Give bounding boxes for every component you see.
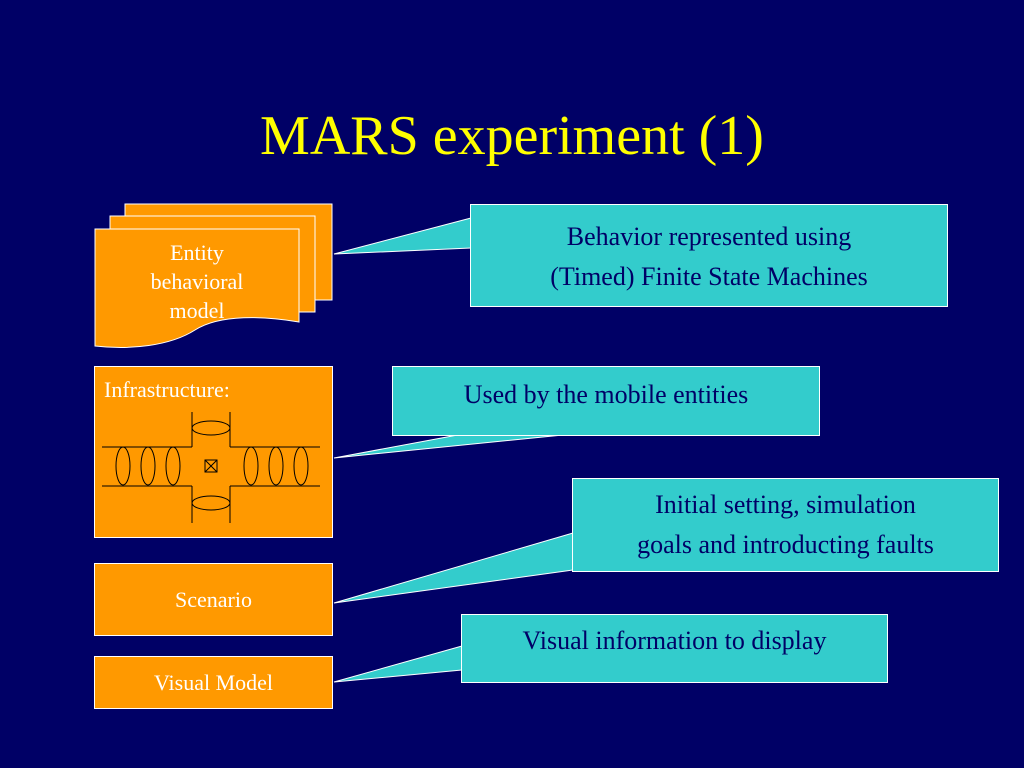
scenario-box: Scenario: [94, 563, 333, 636]
fsm-callout-line-1: Behavior represented using: [566, 222, 852, 251]
visual-model-label: Visual Model: [153, 669, 274, 695]
entity-behavioral-model-label: Entity behavioral model: [95, 238, 299, 325]
fsm-callout: Behavior represented using (Timed) Finit…: [470, 204, 948, 307]
vehicle-left-1: [115, 446, 131, 486]
entity-doc-front: [94, 228, 300, 348]
mobile-callout-text: Used by the mobile entities: [463, 380, 749, 409]
vehicle-left-3: [165, 446, 181, 486]
fsm-callout-line-2: (Timed) Finite State Machines: [550, 262, 868, 291]
scenario-label: Scenario: [175, 586, 252, 612]
mobile-callout: Used by the mobile entities: [392, 366, 820, 436]
vehicle-right-3: [293, 446, 309, 486]
infrastructure-box: Infrastructure:: [94, 366, 333, 538]
visual-callout: Visual information to display: [461, 614, 888, 683]
slide-title: MARS experiment (1): [260, 105, 764, 167]
entity-label-line-1: Entity: [170, 240, 224, 265]
initial-callout-line-2: goals and introducting faults: [637, 530, 934, 559]
vehicle-right-1: [243, 446, 259, 486]
visual-callout-text: Visual information to display: [522, 626, 827, 655]
infrastructure-label: Infrastructure:: [104, 377, 230, 402]
entity-label-line-3: model: [169, 298, 225, 323]
initial-callout: Initial setting, simulation goals and in…: [572, 478, 999, 572]
vehicle-top: [191, 420, 231, 436]
vehicle-right-2: [268, 446, 284, 486]
initial-callout-line-1: Initial setting, simulation: [655, 490, 916, 519]
visual-model-box: Visual Model: [94, 656, 333, 709]
entity-label-line-2: behavioral: [150, 269, 244, 294]
vehicle-left-2: [140, 446, 156, 486]
intersection-center-icon: [204, 459, 218, 473]
vehicle-bottom: [191, 495, 231, 511]
